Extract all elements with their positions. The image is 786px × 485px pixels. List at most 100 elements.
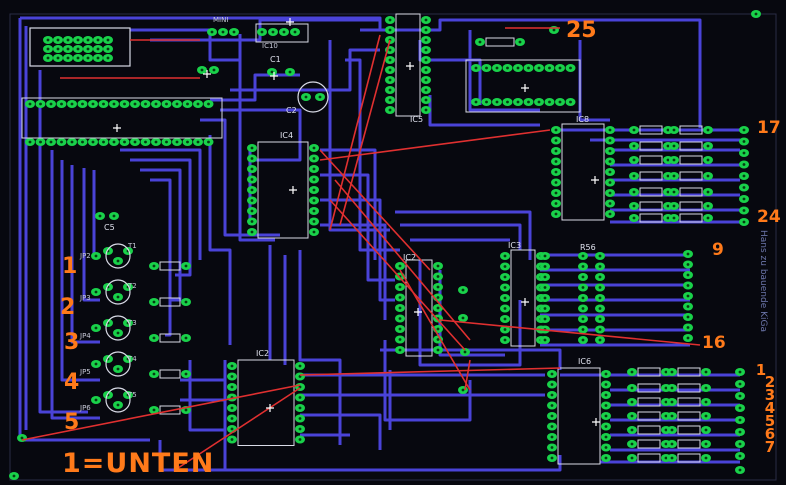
ic-top-pad-hole <box>388 98 392 102</box>
ic3-pad-hole <box>503 296 507 300</box>
ic4-pad-hole <box>312 167 316 171</box>
ic2-top-pad-hole <box>398 338 402 341</box>
ic1-pad-hole <box>154 102 158 106</box>
header-pad-hole <box>96 47 100 51</box>
connector-17-24-pad-hole <box>742 220 746 224</box>
ic1-pad-hole <box>123 102 126 106</box>
connector-9-16-pad-hole <box>686 305 690 308</box>
ic6-pad-hole <box>604 456 608 460</box>
ic6-pad-hole <box>550 372 554 376</box>
ic5-pad-hole <box>558 66 562 70</box>
ic1-body <box>21 97 223 139</box>
annotation-left-3: 3 <box>64 330 80 355</box>
connector-1-7-pad-hole <box>738 442 742 446</box>
top-pad-hole <box>552 28 556 32</box>
label-ic4: IC4 <box>280 131 293 140</box>
connector-1-7-pad-hole <box>738 394 742 398</box>
ic1-pad-hole <box>175 140 179 144</box>
ic8-pad-hole <box>608 160 612 163</box>
ic-top-pad-hole <box>388 18 392 22</box>
ic8-pad-hole <box>554 202 558 205</box>
resistor-top-right-4 <box>639 187 663 197</box>
ic4-pad-hole <box>250 157 254 160</box>
r56-array-pad-hole <box>543 317 547 321</box>
r56-pad-hole <box>598 296 602 300</box>
label-t2: T2 <box>127 282 137 290</box>
ic8-pad-hole <box>608 128 612 132</box>
label-t1: T1 <box>127 242 137 250</box>
ic8-pad-hole <box>608 181 612 184</box>
via-hole <box>463 350 467 354</box>
c1-pad-hole <box>270 70 274 74</box>
ic10-pad-hole <box>271 30 275 34</box>
via-hole <box>12 474 16 478</box>
ic8-body <box>561 123 605 221</box>
label-ic3: IC3 <box>508 241 521 250</box>
ic-top-pad-hole <box>388 88 392 92</box>
ic5-pad-hole <box>537 100 541 104</box>
resistor-left-2 <box>159 333 181 343</box>
ic1-pad-hole <box>60 140 63 144</box>
board-outline <box>9 13 777 481</box>
ic2-bottom-pad-hole <box>230 375 234 378</box>
resistor-bottom-right-2-pad-hole <box>664 400 668 404</box>
annotation-bottom-right-4: 4 <box>764 399 776 417</box>
connector-17-24-pad-hole <box>742 174 746 178</box>
r56-pad-hole <box>598 328 602 331</box>
ic2-bottom-pad-hole <box>298 375 302 378</box>
resistor-top-right-b-2-pad-hole <box>672 158 676 162</box>
header-pad-hole <box>76 56 80 60</box>
ic4-pad-hole <box>250 188 254 192</box>
header-pad-hole <box>66 56 70 60</box>
label-r56: R56 <box>580 243 596 252</box>
ic2-bottom-pad-hole <box>230 438 234 441</box>
ic2-bottom-body <box>237 359 295 446</box>
ic8-pad-hole <box>608 139 612 142</box>
resistor-bottom-right-b-3 <box>677 411 701 421</box>
c2-pad-hole <box>318 95 322 99</box>
r56-array-pad-hole <box>543 338 547 342</box>
ic1-pad-hole <box>196 102 200 106</box>
annotation-unten: 1=UNTEN <box>62 448 215 479</box>
resistor-top-right-b-3-pad-hole <box>672 174 676 178</box>
header-pad-hole <box>46 47 50 51</box>
ic3-pad-hole <box>503 338 507 342</box>
resistor-top-right-b-5 <box>679 201 703 211</box>
label-jp4: JP4 <box>79 332 91 340</box>
resistor-bottom-right-3 <box>637 411 661 421</box>
ic-top-pad-hole <box>388 78 392 82</box>
connector-17-24-pad-hole <box>742 186 746 189</box>
r56-pad-hole <box>598 254 602 258</box>
resistor-top-right-b-0 <box>679 125 703 135</box>
header-pad-hole <box>76 47 80 51</box>
transistor-t1 <box>105 243 131 269</box>
connector-1-7-pad-hole <box>738 406 742 410</box>
ic2-top-body <box>405 259 433 357</box>
label-jp3: JP3 <box>79 294 91 302</box>
ic8-pad-hole <box>554 212 558 216</box>
resistor-left-3-pad-hole <box>152 372 156 376</box>
resistor-top-right-4-pad-hole <box>632 190 636 194</box>
pad-layer <box>9 10 761 480</box>
ic3-pad-hole <box>503 254 507 258</box>
ic3-pad-hole <box>503 307 507 310</box>
ic5-pad-hole <box>527 66 530 70</box>
ic6-body <box>557 367 601 465</box>
ic1-pad-hole <box>60 102 63 106</box>
resistor-top-right-3-pad-hole <box>632 174 636 178</box>
ic4-pad-hole <box>312 220 316 223</box>
resistor-bottom-right-b-0 <box>677 367 701 377</box>
resistor-left-0-pad-hole <box>152 264 156 268</box>
r56-pad-hole <box>598 317 602 321</box>
ic-top-pad-hole <box>388 28 392 32</box>
r33-pad-hole <box>200 68 204 72</box>
ic3-body <box>510 249 536 347</box>
ic-top-pad-hole <box>424 68 428 72</box>
resistor-top-pad-hole <box>518 40 522 44</box>
connector-1-7-pad-hole <box>738 454 742 458</box>
r56-array-pad-hole <box>543 286 547 289</box>
resistor-top-right-b-4-pad-hole <box>672 190 676 194</box>
ic4-pad-hole <box>312 230 316 234</box>
jumper-pad-3-hole <box>94 362 98 366</box>
